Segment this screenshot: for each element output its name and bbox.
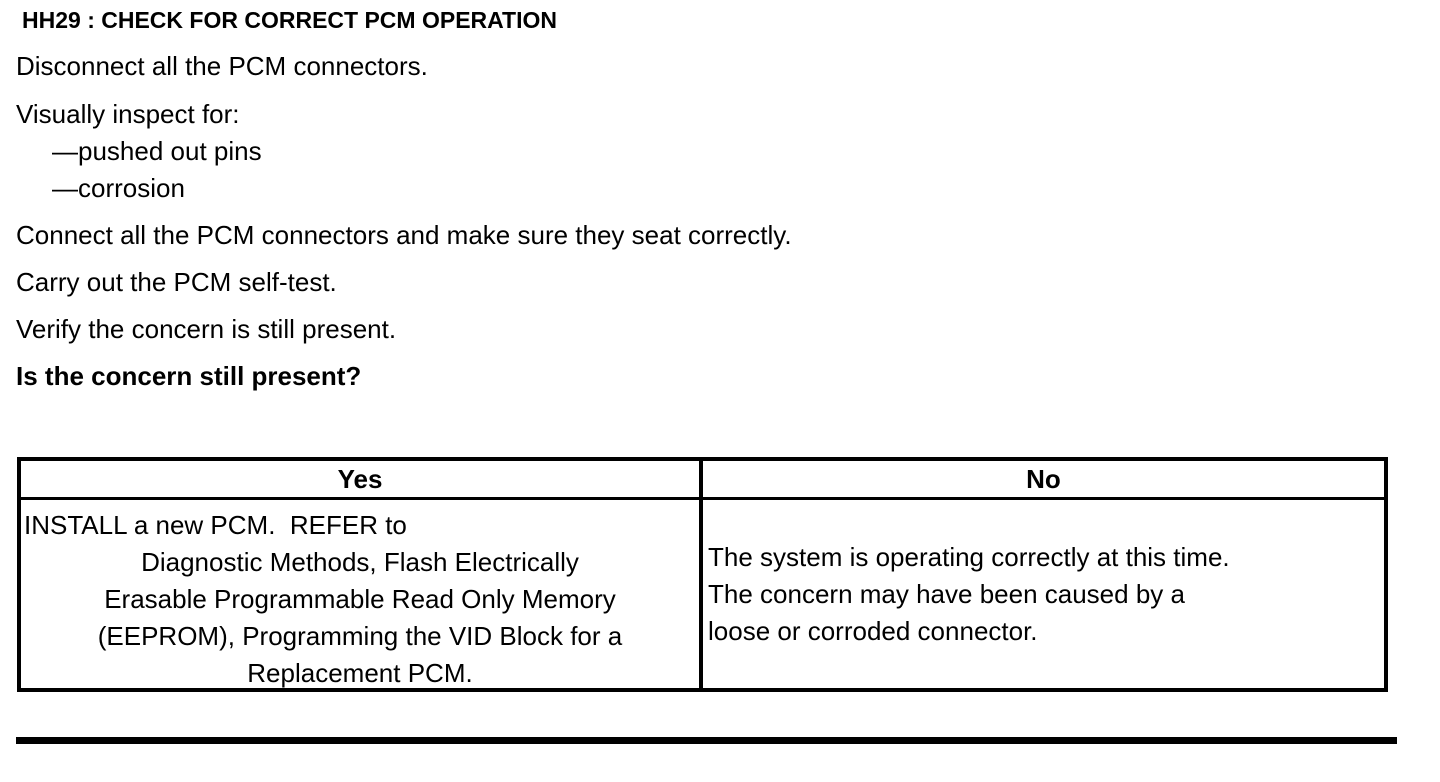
instruction-line: Visually inspect for: bbox=[16, 99, 240, 129]
instruction-line: Carry out the PCM self-test. bbox=[16, 267, 337, 297]
no-cell-line: The concern may have been caused by a bbox=[708, 578, 1185, 609]
table-row: INSTALL a new PCM. REFER to Diagnostic M… bbox=[21, 500, 1384, 688]
section-divider bbox=[16, 737, 1397, 744]
instruction-line: Disconnect all the PCM connectors. bbox=[16, 51, 428, 81]
page-title: HH29 : CHECK FOR CORRECT PCM OPERATION bbox=[22, 7, 557, 33]
table-header-row: Yes No bbox=[21, 461, 1384, 500]
yes-cell: INSTALL a new PCM. REFER to Diagnostic M… bbox=[21, 500, 703, 688]
yes-cell-line: Erasable Programmable Read Only Memory bbox=[104, 584, 616, 614]
yes-cell-line: INSTALL a new PCM. REFER to bbox=[24, 510, 407, 540]
instruction-dash-item: —corrosion bbox=[52, 173, 185, 203]
no-column-header: No bbox=[1026, 464, 1061, 494]
yes-cell-line: (EEPROM), Programming the VID Block for … bbox=[97, 621, 623, 651]
yes-cell-line: Replacement PCM. bbox=[247, 658, 473, 688]
no-cell: The system is operating correctly at thi… bbox=[703, 500, 1384, 688]
results-table: Yes No INSTALL a new PCM. REFER to Diagn… bbox=[17, 457, 1388, 692]
instruction-line: Connect all the PCM connectors and make … bbox=[16, 220, 792, 250]
question-text: Is the concern still present? bbox=[16, 361, 362, 391]
instruction-dash-item: —pushed out pins bbox=[52, 136, 262, 166]
yes-cell-line: Diagnostic Methods, Flash Electrically bbox=[141, 547, 579, 577]
instruction-line: Verify the concern is still present. bbox=[16, 314, 397, 344]
no-cell-line: loose or corroded connector. bbox=[708, 615, 1038, 646]
no-cell-line: The system is operating correctly at thi… bbox=[708, 541, 1230, 572]
yes-column-header: Yes bbox=[21, 461, 703, 497]
